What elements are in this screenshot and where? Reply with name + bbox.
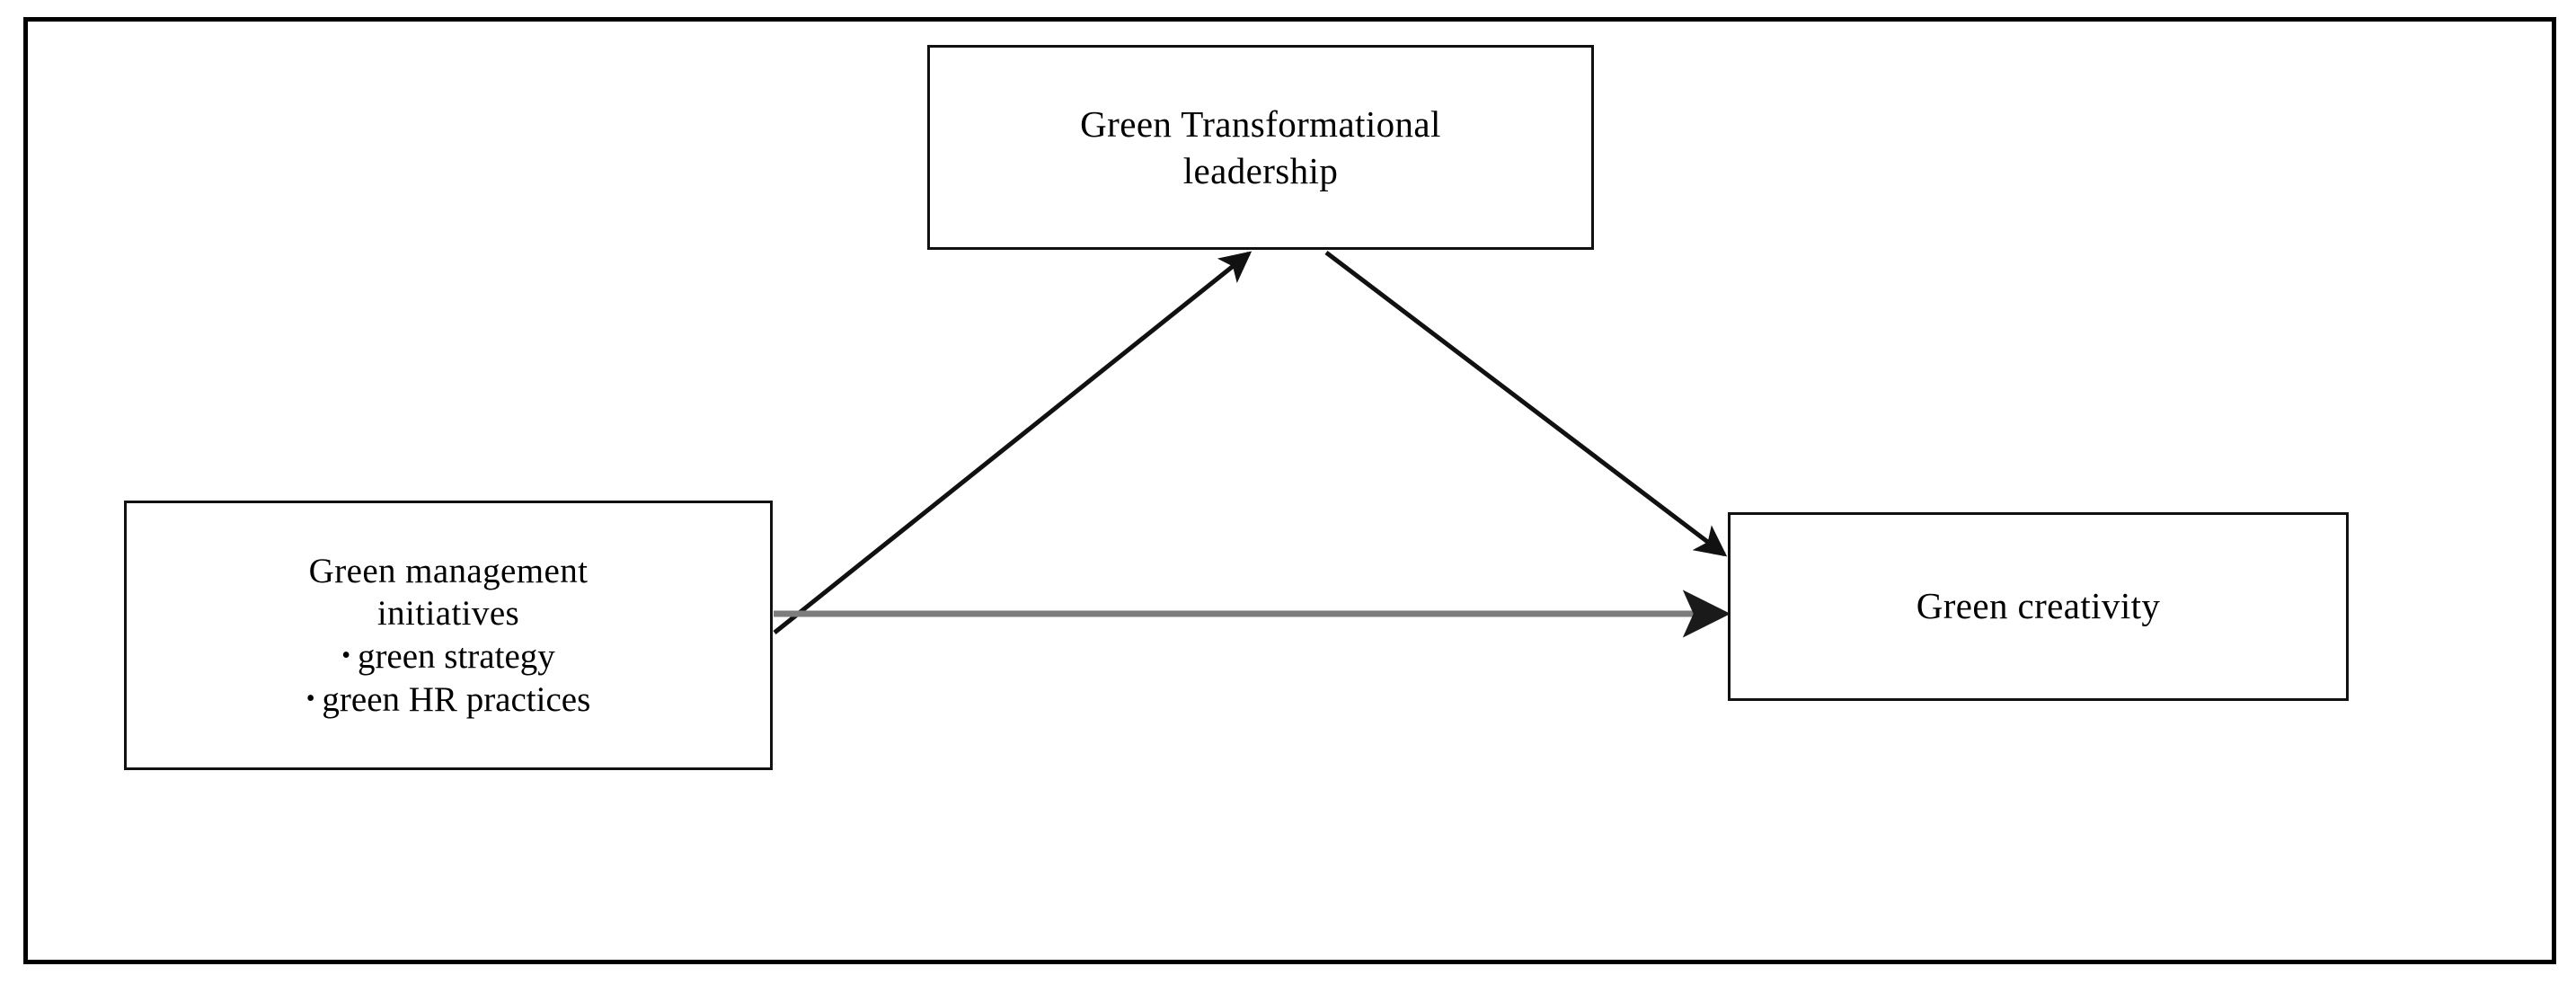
node-leadership-line-2: leadership — [1182, 150, 1339, 191]
node-initiatives-line-2: initiatives — [376, 594, 520, 634]
node-green-transformational-leadership[interactable]: Green Transformational leadership — [927, 45, 1594, 250]
node-initiatives-bullet-1: •green strategy — [341, 635, 555, 678]
node-creativity-line-1: Green creativity — [1916, 585, 2161, 627]
node-initiatives-bullet-2: •green HR practices — [306, 678, 591, 722]
node-initiatives-bullet-1-label: green strategy — [357, 637, 555, 676]
bullet-dot-icon: • — [341, 641, 351, 669]
bullet-dot-icon: • — [305, 684, 315, 713]
node-leadership-line-1: Green Transformational — [1080, 102, 1441, 145]
node-green-management-initiatives[interactable]: Green management initiatives •green stra… — [124, 501, 773, 770]
node-initiatives-bullet-2-label: green HR practices — [322, 679, 591, 719]
figure-outer-border — [23, 17, 2556, 964]
node-green-creativity[interactable]: Green creativity — [1728, 512, 2349, 701]
node-initiatives-line-1: Green management — [308, 551, 589, 590]
